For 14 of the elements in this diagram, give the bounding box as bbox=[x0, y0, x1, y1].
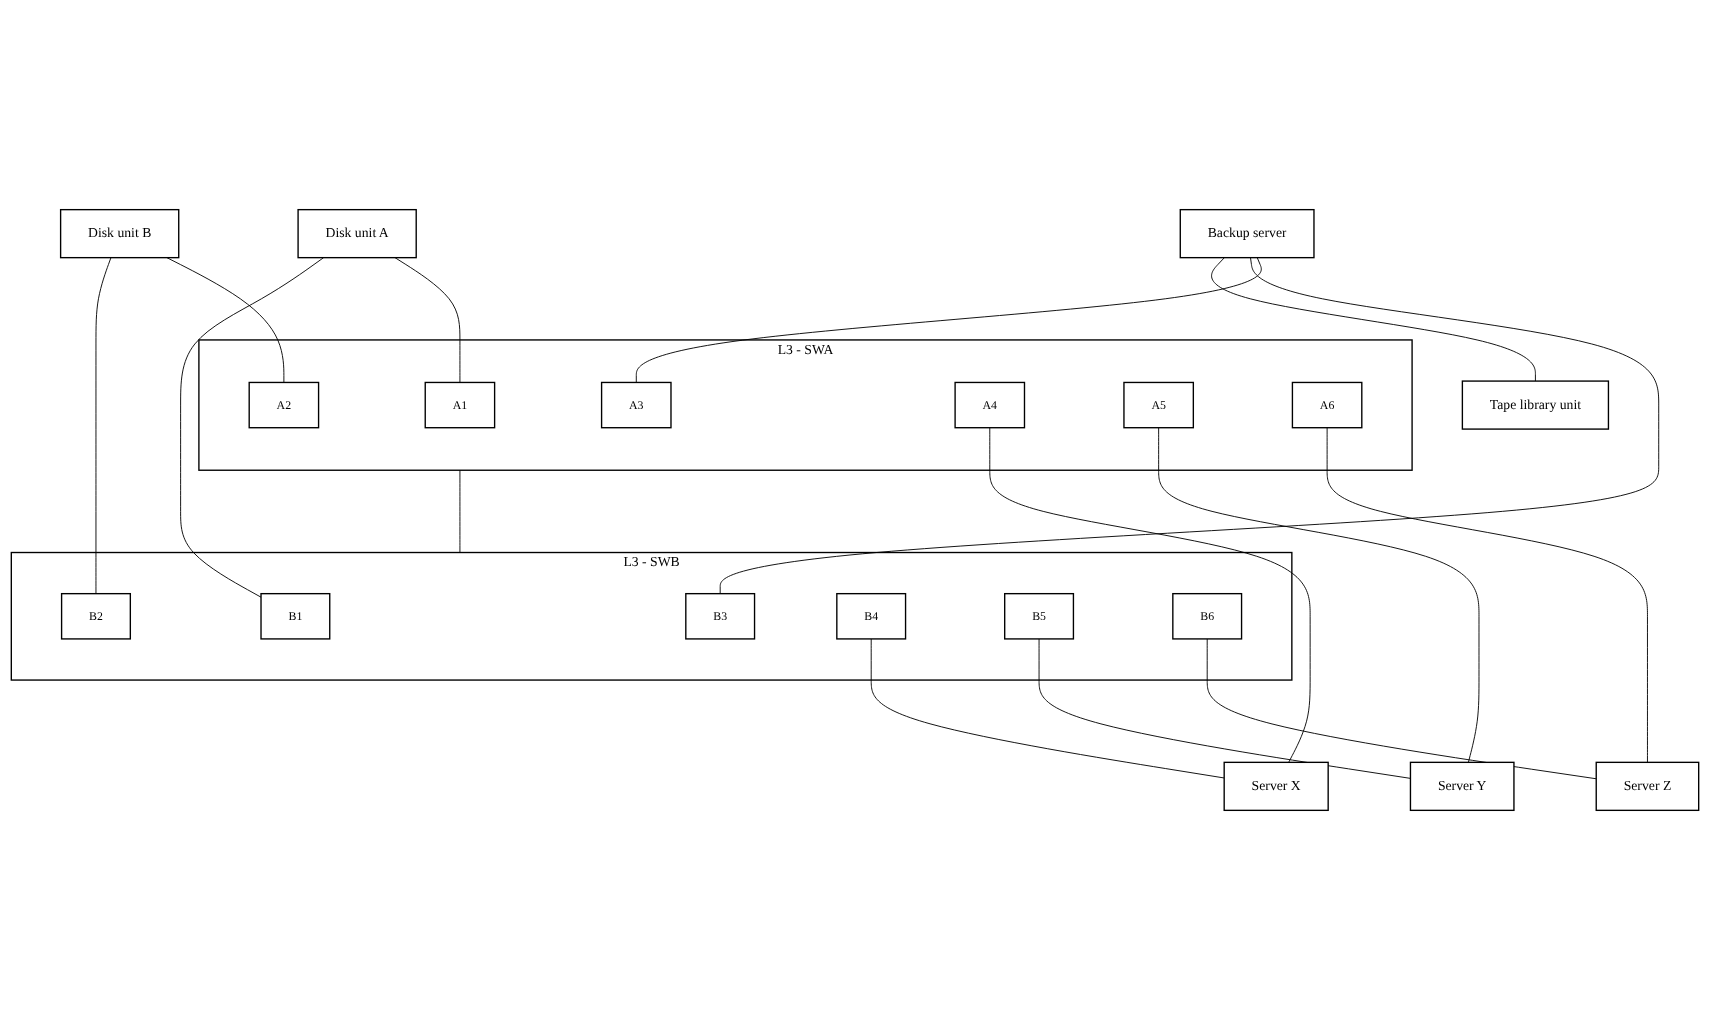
connector bbox=[870, 638, 1225, 779]
connector bbox=[1211, 257, 1536, 382]
connector bbox=[166, 257, 285, 383]
connector bbox=[95, 257, 112, 595]
connector bbox=[1326, 427, 1648, 763]
connector bbox=[989, 427, 1311, 763]
connector bbox=[459, 469, 461, 553]
connector bbox=[719, 257, 1660, 595]
connector bbox=[394, 257, 461, 383]
connector bbox=[1038, 638, 1411, 779]
connector bbox=[180, 257, 325, 598]
connector bbox=[1158, 427, 1480, 763]
connector bbox=[1206, 638, 1597, 780]
connector bbox=[635, 257, 1262, 383]
